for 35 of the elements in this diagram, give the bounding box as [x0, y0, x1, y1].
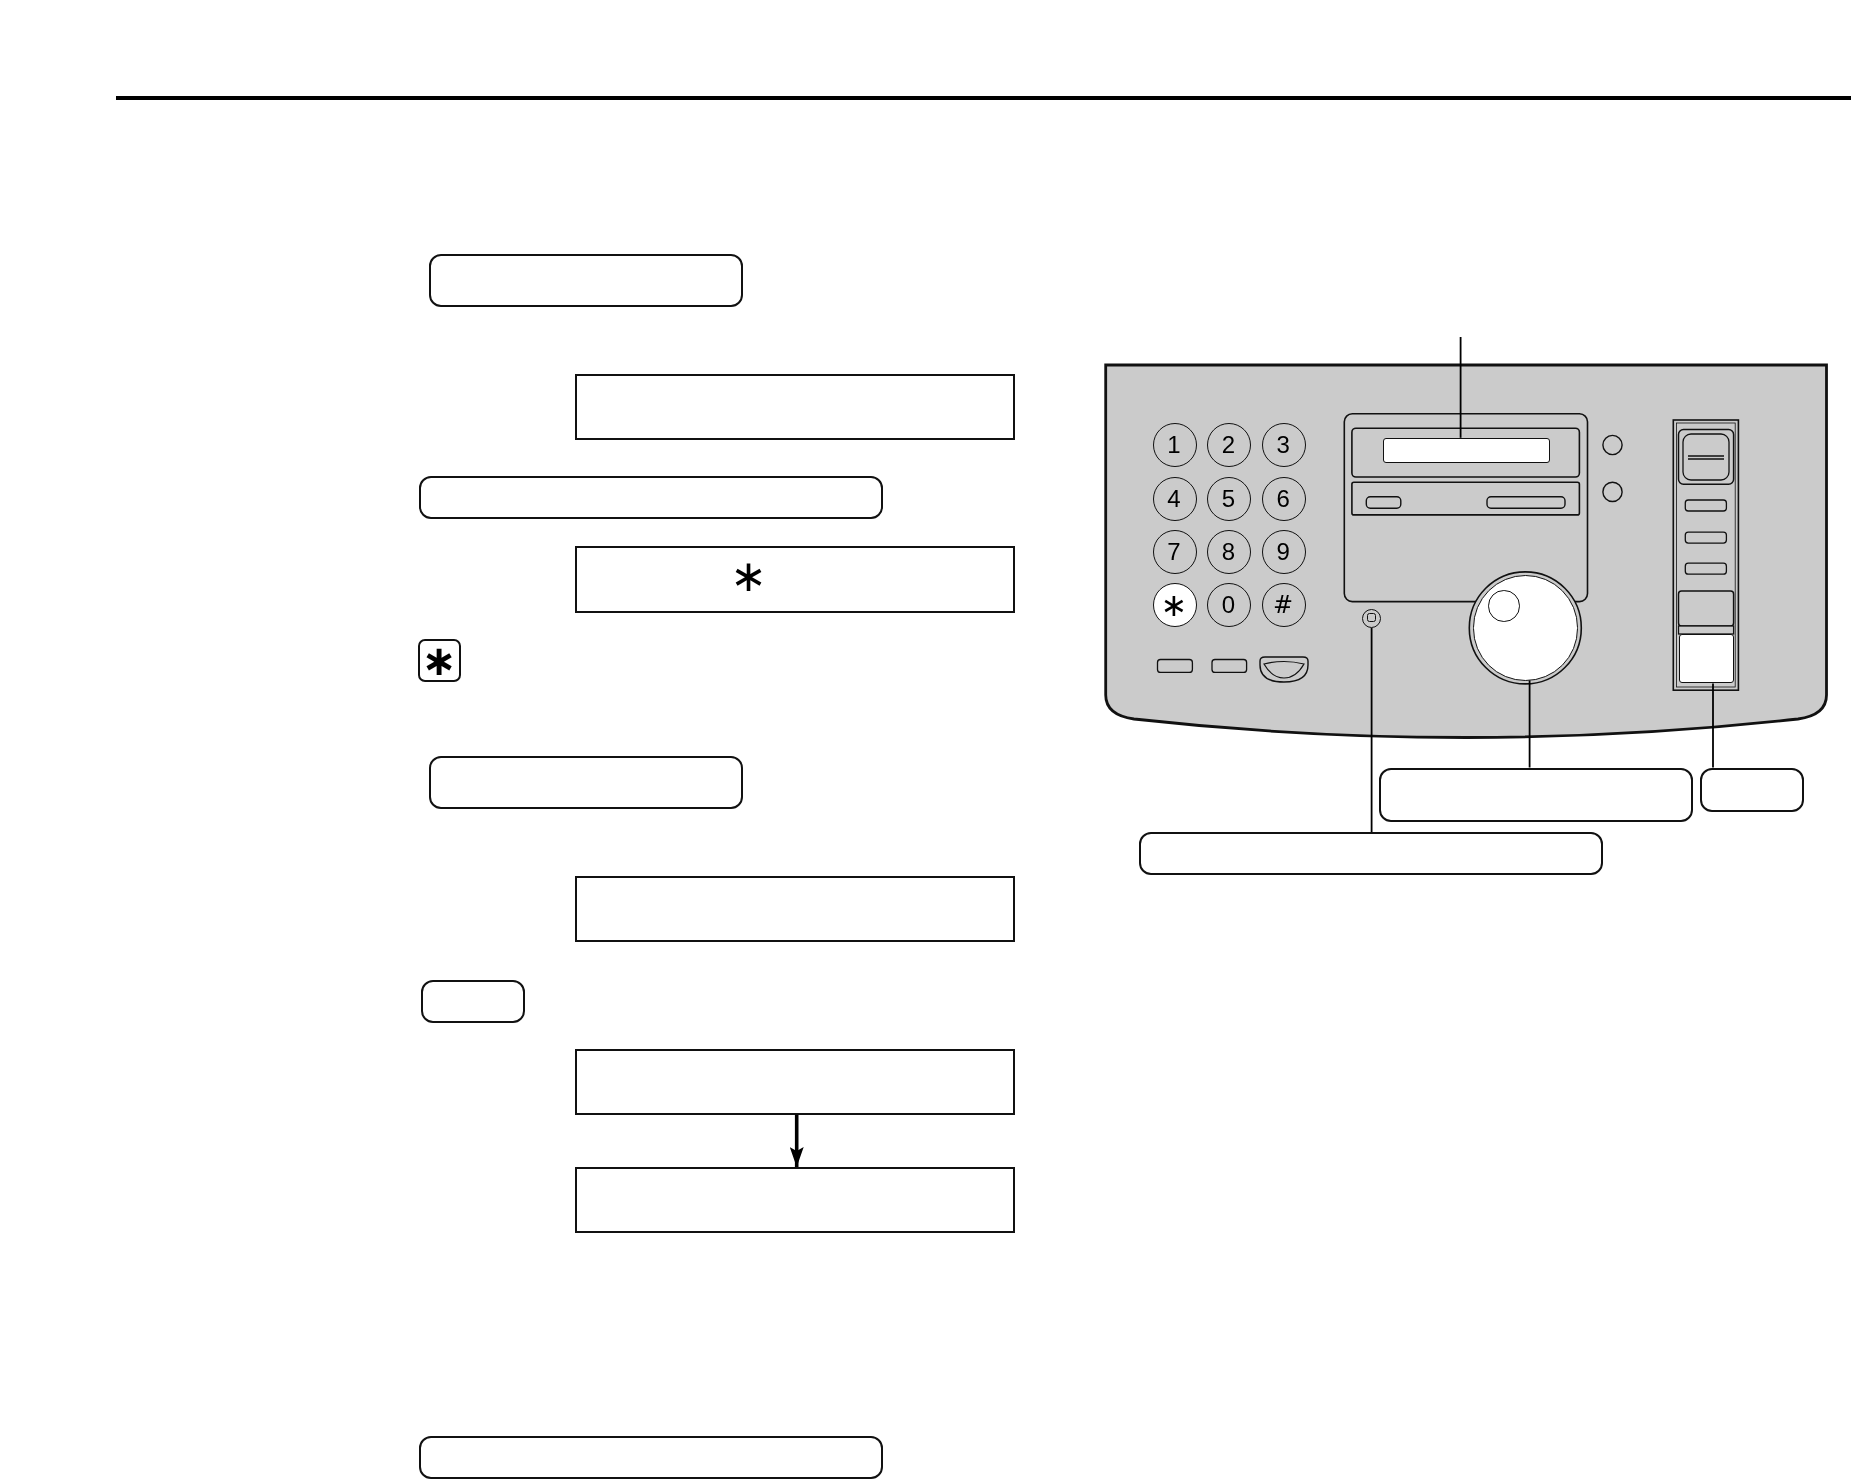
leader-line: [1370, 627, 1373, 833]
leader-line: [1712, 682, 1714, 769]
display-message-box: [574, 1167, 1016, 1233]
key-digit: 9: [1276, 539, 1290, 564]
display-message-box: [574, 545, 1016, 613]
rounded-label-box: [420, 980, 525, 1024]
rounded-label-box: [418, 476, 884, 520]
key-digit: 5: [1221, 486, 1236, 511]
display-message-box: [574, 875, 1016, 942]
key-digit: #: [1273, 593, 1294, 618]
asterisk-symbol: ∗: [421, 643, 457, 678]
key-digit: 6: [1276, 486, 1290, 511]
rounded-label-box: [428, 253, 743, 307]
rounded-label-box: [428, 755, 743, 809]
asterisk-symbol: ∗: [730, 557, 768, 594]
key-digit: 8: [1221, 539, 1236, 564]
key-digit: 1: [1167, 433, 1181, 457]
key-digit: ∗: [1160, 589, 1188, 622]
arrow: [789, 1114, 804, 1167]
key-digit: 3: [1276, 433, 1290, 457]
rounded-label-box: [1378, 767, 1693, 822]
rounded-label-box: [419, 1435, 884, 1479]
leader-line: [1528, 679, 1531, 769]
key-digit: 2: [1221, 433, 1236, 457]
key-digit: 4: [1167, 486, 1181, 511]
lcd-display-window: [1382, 437, 1551, 464]
key-digit: 7: [1167, 539, 1181, 564]
display-message-box: [574, 373, 1016, 441]
lower-key: [1678, 634, 1734, 684]
display-message-box: [574, 1049, 1016, 1115]
rounded-label-box: [1700, 767, 1804, 812]
key-digit: 0: [1221, 593, 1236, 618]
leader-line: [1459, 336, 1462, 439]
fax-control-panel-drawing: [1104, 363, 1828, 740]
rounded-label-box: [1139, 832, 1603, 875]
